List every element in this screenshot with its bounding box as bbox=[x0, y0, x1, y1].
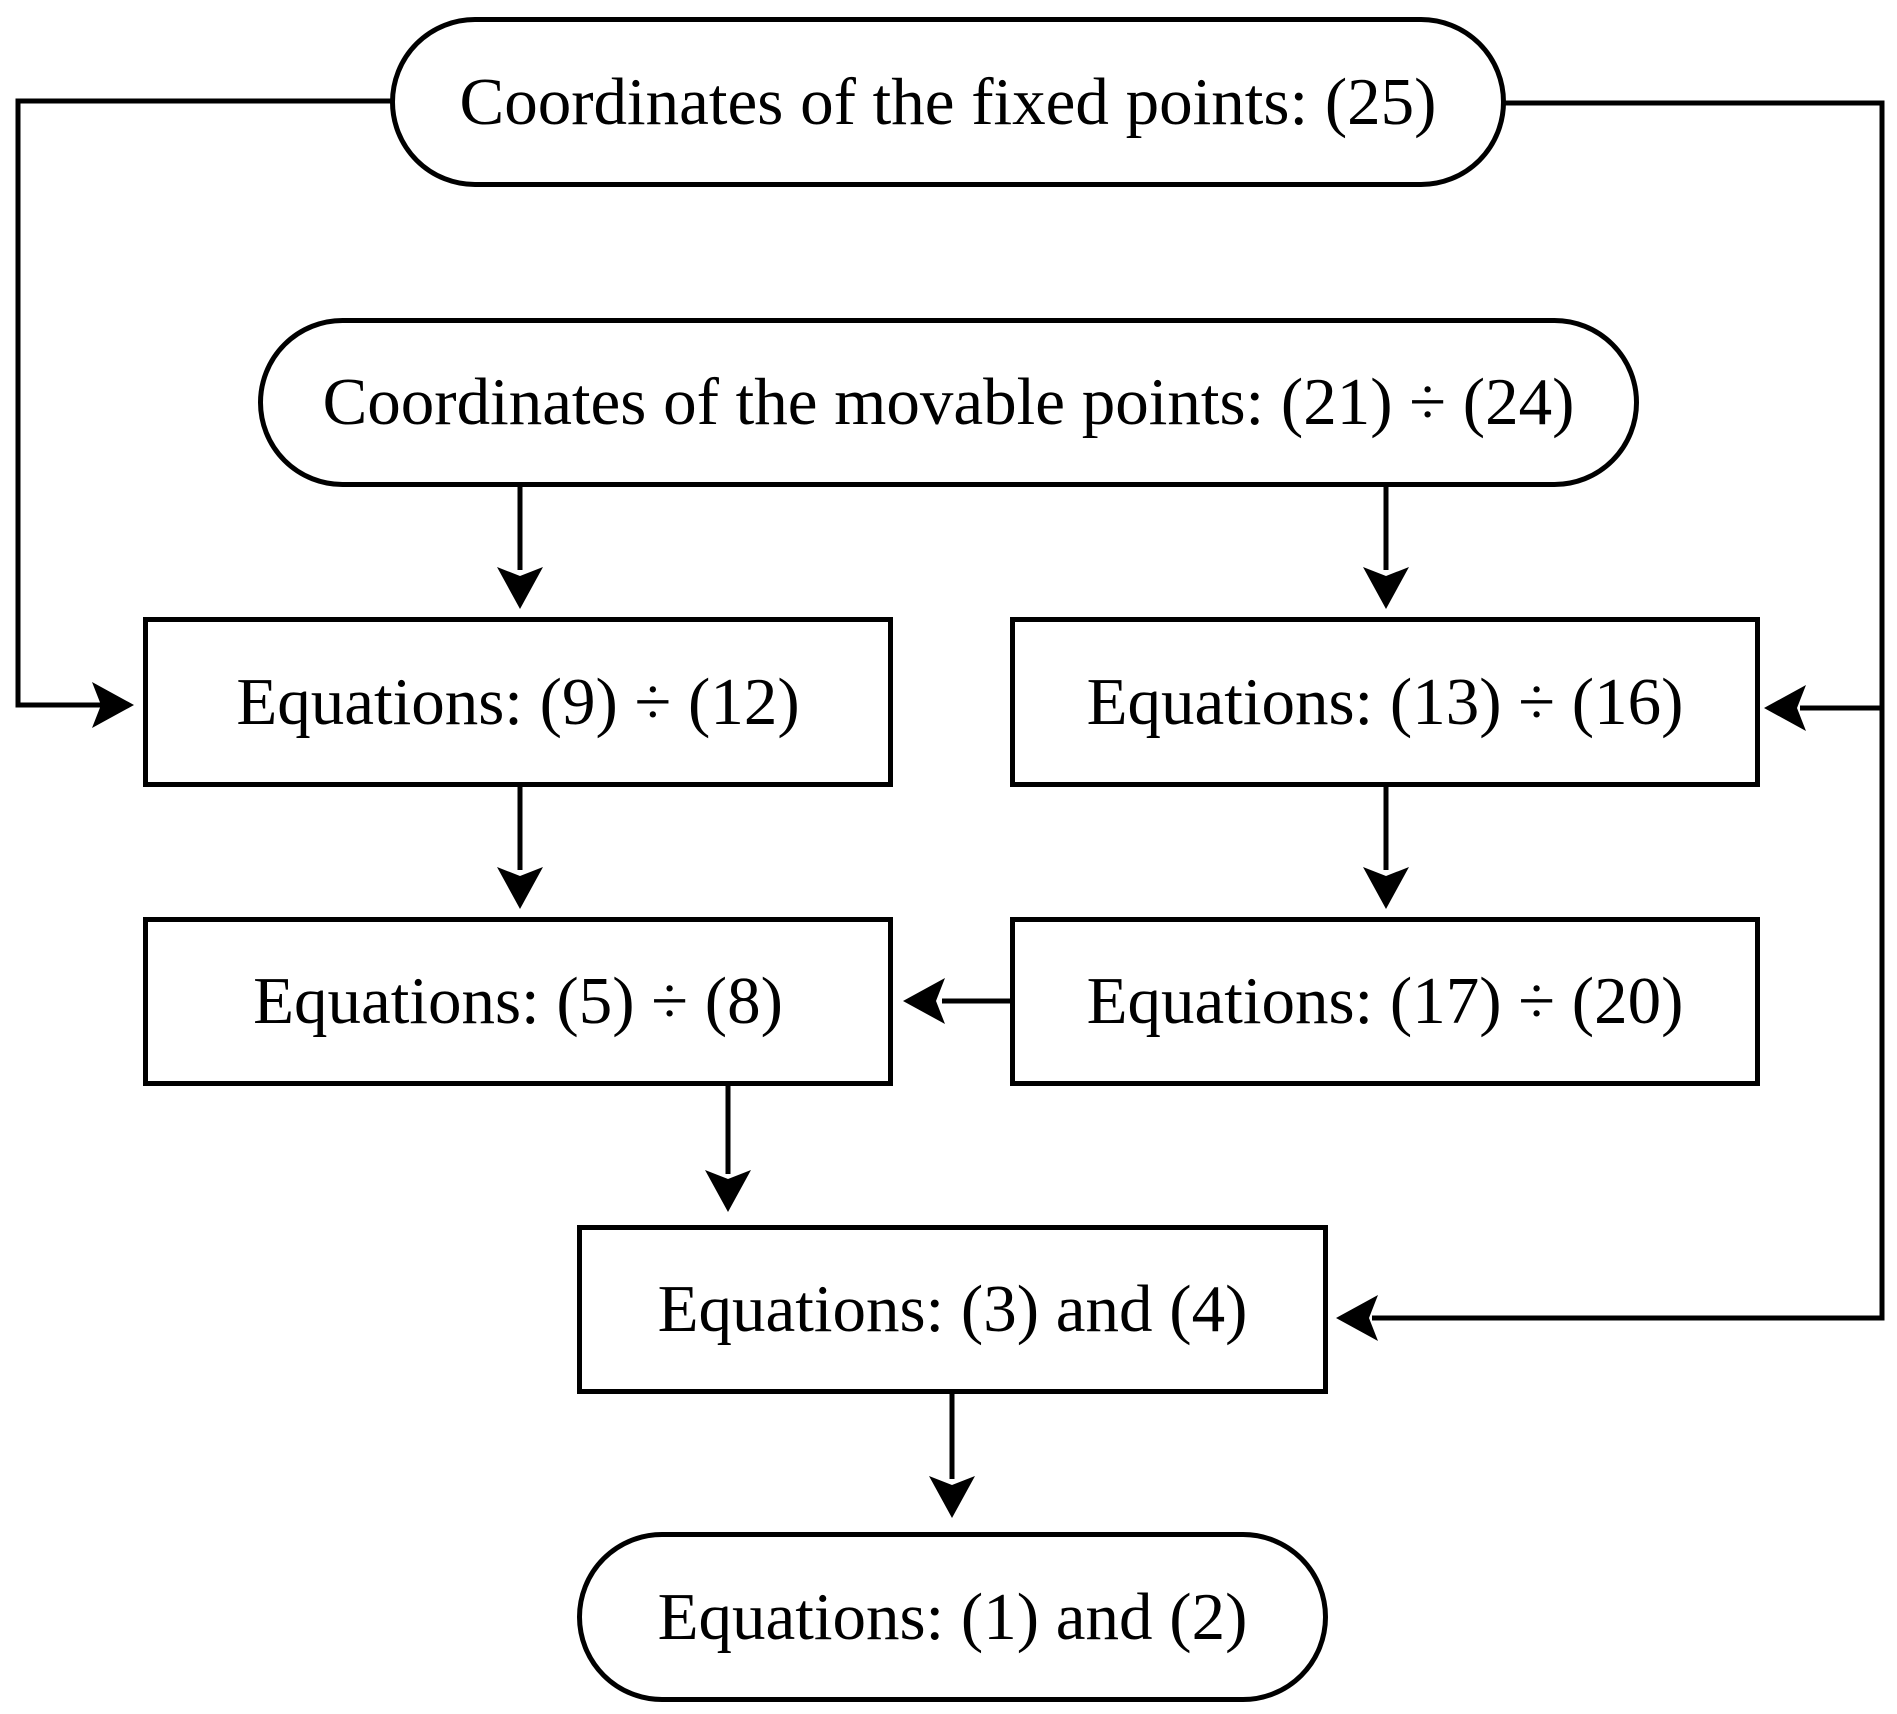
arrowhead bbox=[1363, 567, 1409, 609]
node-eq-13-16: Equations: (13) ÷ (16) bbox=[1010, 617, 1760, 787]
node-movable-points-label: Coordinates of the movable points: (21) … bbox=[322, 365, 1575, 439]
node-eq-5-8-label: Equations: (5) ÷ (8) bbox=[253, 964, 783, 1038]
node-eq-1-2-label: Equations: (1) and (2) bbox=[657, 1579, 1248, 1654]
node-eq-5-8: Equations: (5) ÷ (8) bbox=[143, 917, 893, 1086]
node-eq-17-20: Equations: (17) ÷ (20) bbox=[1010, 917, 1760, 1086]
node-eq-3-4: Equations: (3) and (4) bbox=[577, 1225, 1328, 1394]
arrowhead bbox=[497, 567, 543, 609]
node-eq-13-16-label: Equations: (13) ÷ (16) bbox=[1086, 664, 1684, 739]
node-eq-3-4-label: Equations: (3) and (4) bbox=[657, 1272, 1248, 1346]
node-fixed-points: Coordinates of the fixed points: (25) bbox=[390, 17, 1506, 187]
node-eq-17-20-label: Equations: (17) ÷ (20) bbox=[1086, 964, 1684, 1038]
arrowhead bbox=[1764, 685, 1806, 731]
arrowhead bbox=[92, 682, 134, 728]
arrowhead bbox=[903, 978, 945, 1024]
node-eq-9-12-label: Equations: (9) ÷ (12) bbox=[236, 664, 800, 739]
node-fixed-points-label: Coordinates of the fixed points: (25) bbox=[459, 64, 1437, 139]
arrowhead bbox=[929, 1476, 975, 1518]
arrowhead bbox=[1336, 1295, 1378, 1341]
arrowhead bbox=[705, 1170, 751, 1212]
arrowhead bbox=[1363, 867, 1409, 909]
node-eq-9-12: Equations: (9) ÷ (12) bbox=[143, 617, 893, 787]
arrowhead bbox=[497, 867, 543, 909]
node-movable-points: Coordinates of the movable points: (21) … bbox=[258, 318, 1639, 487]
edge-fixed-to-eq-9-12 bbox=[15, 98, 393, 708]
node-eq-1-2: Equations: (1) and (2) bbox=[577, 1532, 1328, 1702]
